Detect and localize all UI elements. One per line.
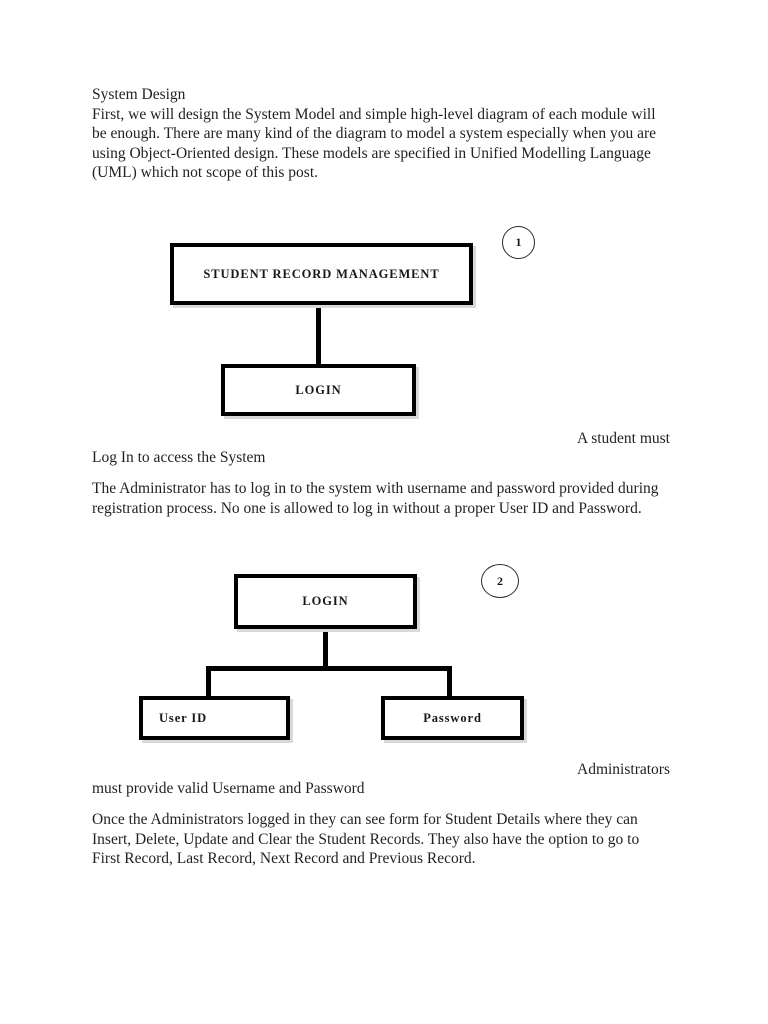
caption-two-continue-text: must provide valid Username and Password bbox=[92, 780, 365, 797]
diagram-two-badge-label: 2 bbox=[497, 573, 503, 588]
node-user-id[interactable]: User ID bbox=[139, 696, 290, 740]
connector-drop-left bbox=[206, 666, 211, 699]
connector-horizontal-bar bbox=[206, 666, 452, 671]
intro-text-block: System Design First, we will design the … bbox=[92, 85, 670, 183]
caption-one-right: A student must bbox=[92, 429, 670, 449]
paragraph-three-block: Once the Administrators logged in they c… bbox=[92, 810, 670, 869]
section-heading: System Design bbox=[92, 86, 186, 103]
caption-one-right-text: A student must bbox=[576, 430, 670, 447]
node-password-label: Password bbox=[423, 710, 482, 725]
node-login-two[interactable]: LOGIN bbox=[234, 574, 417, 629]
node-user-id-label: User ID bbox=[159, 710, 208, 725]
caption-two-right-text: Administrators bbox=[577, 761, 670, 778]
node-student-record-management-label: STUDENT RECORD MANAGEMENT bbox=[203, 266, 440, 281]
node-login-one-label: LOGIN bbox=[295, 382, 342, 397]
intro-paragraph: First, we will design the System Model a… bbox=[92, 105, 656, 182]
node-login-one[interactable]: LOGIN bbox=[221, 364, 416, 416]
caption-two-continue: must provide valid Username and Password bbox=[92, 779, 670, 799]
node-student-record-management[interactable]: STUDENT RECORD MANAGEMENT bbox=[170, 243, 473, 305]
connector-login-stem bbox=[323, 627, 328, 669]
diagram-one-badge-label: 1 bbox=[515, 235, 522, 249]
node-password[interactable]: Password bbox=[381, 696, 524, 740]
diagram-one-badge: 1 bbox=[502, 226, 535, 259]
diagram-two-badge: 2 bbox=[481, 564, 519, 598]
connector-drop-right bbox=[447, 666, 452, 699]
paragraph-two-block: The Administrator has to log in to the s… bbox=[92, 479, 670, 518]
node-login-two-label: LOGIN bbox=[302, 594, 349, 609]
caption-one-continue-text: Log In to access the System bbox=[92, 449, 266, 466]
caption-one-continue: Log In to access the System bbox=[92, 448, 670, 468]
paragraph-two-text: The Administrator has to log in to the s… bbox=[92, 480, 659, 517]
paragraph-three-text: Once the Administrators logged in they c… bbox=[92, 811, 640, 868]
connector-root-to-login bbox=[316, 303, 321, 366]
caption-two-right: Administrators bbox=[92, 760, 670, 780]
